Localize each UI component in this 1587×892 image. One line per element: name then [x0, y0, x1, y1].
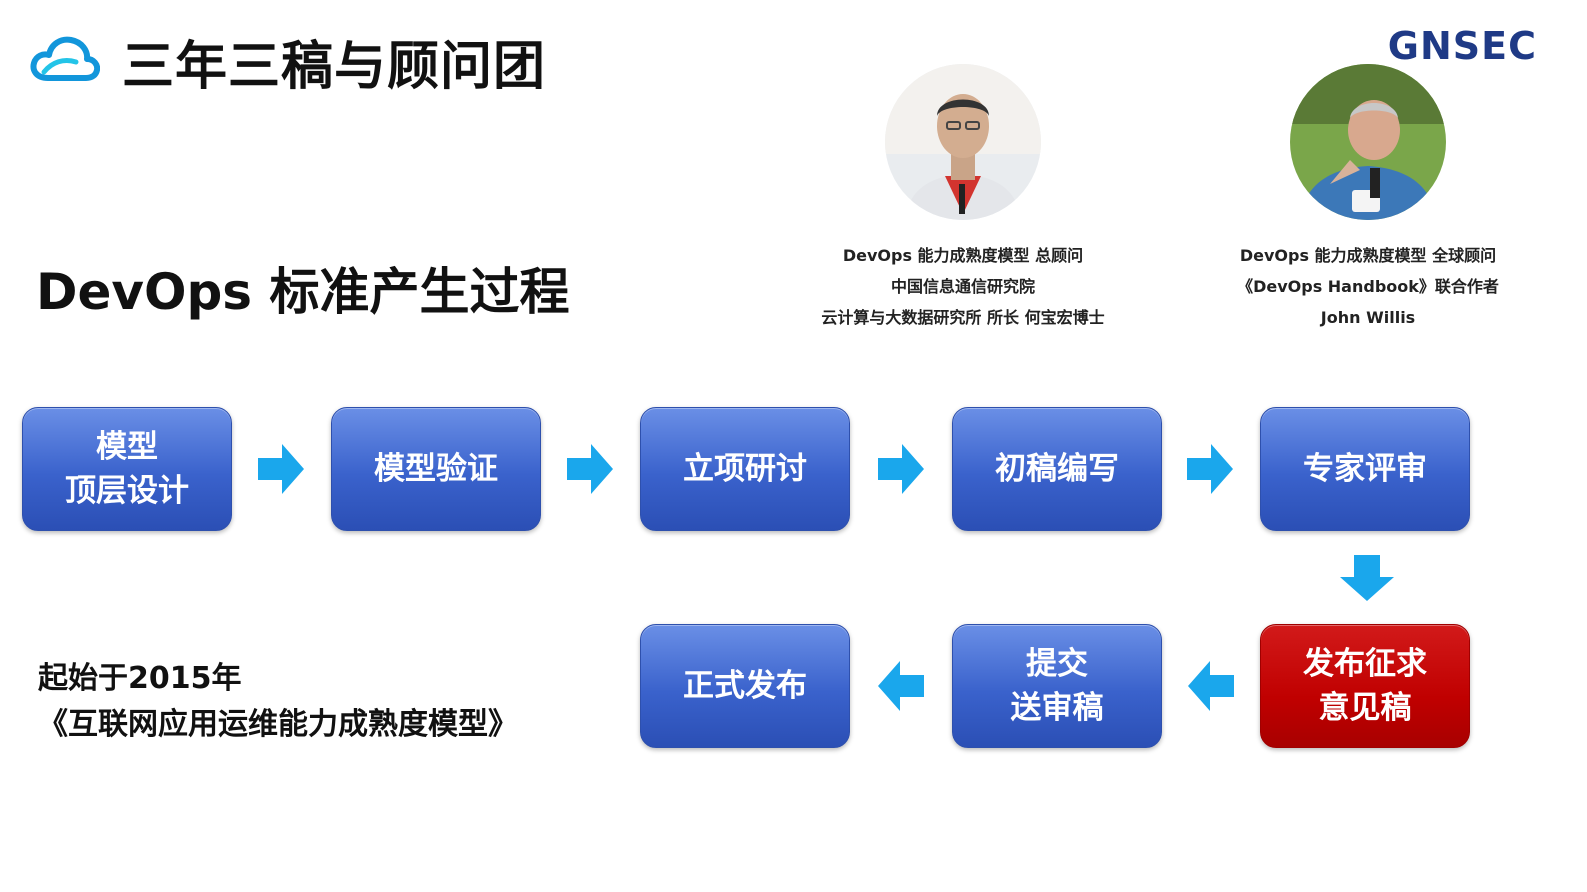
step-submit-for-approval: 提交送审稿	[952, 624, 1162, 748]
step-1-line-1: 模型	[96, 429, 158, 465]
step-draft-for-comment: 发布征求意见稿	[1260, 624, 1470, 748]
step-6-line-1: 发布征求	[1303, 646, 1427, 682]
advisor-caption-2: DevOps 能力成熟度模型 全球顾问 《DevOps Handbook》联合作…	[1226, 240, 1510, 333]
step-model-top-design: 模型顶层设计	[22, 407, 232, 531]
step-3-line-1: 立项研讨	[683, 451, 807, 487]
section-title: DevOps 标准产生过程	[36, 263, 570, 321]
advisor-photo-2	[1290, 64, 1446, 220]
step-4-line-1: 初稿编写	[995, 451, 1119, 487]
arrow-right-icon	[567, 444, 613, 494]
advisor-1-line-3: 云计算与大数据研究所 所长 何宝宏博士	[821, 308, 1105, 327]
origin-note: 起始于2015年 《互联网应用运维能力成熟度模型》	[38, 656, 518, 748]
advisor-caption-1: DevOps 能力成熟度模型 总顾问 中国信息通信研究院 云计算与大数据研究所 …	[800, 240, 1126, 333]
advisor-2-line-1: DevOps 能力成熟度模型 全球顾问	[1239, 246, 1497, 265]
advisor-1-line-2: 中国信息通信研究院	[890, 277, 1035, 296]
step-1-line-2: 顶层设计	[65, 473, 189, 509]
step-model-validation: 模型验证	[331, 407, 541, 531]
origin-line-1: 起始于2015年	[38, 661, 242, 696]
advisor-2-line-3: John Willis	[1320, 308, 1416, 327]
advisor-2-line-2: 《DevOps Handbook》联合作者	[1237, 277, 1499, 296]
arrow-left-icon	[878, 661, 924, 711]
arrow-right-icon	[878, 444, 924, 494]
arrow-right-icon	[258, 444, 304, 494]
step-7-line-1: 提交	[1026, 646, 1088, 682]
step-2-line-1: 模型验证	[374, 451, 498, 487]
step-official-release: 正式发布	[640, 624, 850, 748]
arrow-left-icon	[1188, 661, 1234, 711]
advisor-1-line-1: DevOps 能力成熟度模型 总顾问	[842, 246, 1084, 265]
step-project-discussion: 立项研讨	[640, 407, 850, 531]
step-8-line-1: 正式发布	[683, 668, 807, 704]
brand-logo: GNSEC	[1387, 24, 1537, 68]
slide-title: 三年三稿与顾问团	[122, 37, 547, 97]
arrow-right-icon	[1187, 444, 1233, 494]
step-first-draft: 初稿编写	[952, 407, 1162, 531]
origin-line-2: 《互联网应用运维能力成熟度模型》	[38, 707, 518, 742]
advisor-photo-1	[885, 64, 1041, 220]
arrow-down-icon	[1340, 555, 1394, 601]
cloud-icon	[30, 32, 101, 84]
step-7-line-2: 送审稿	[1010, 690, 1104, 726]
step-5-line-1: 专家评审	[1303, 451, 1427, 487]
step-6-line-2: 意见稿	[1318, 690, 1412, 726]
step-expert-review: 专家评审	[1260, 407, 1470, 531]
